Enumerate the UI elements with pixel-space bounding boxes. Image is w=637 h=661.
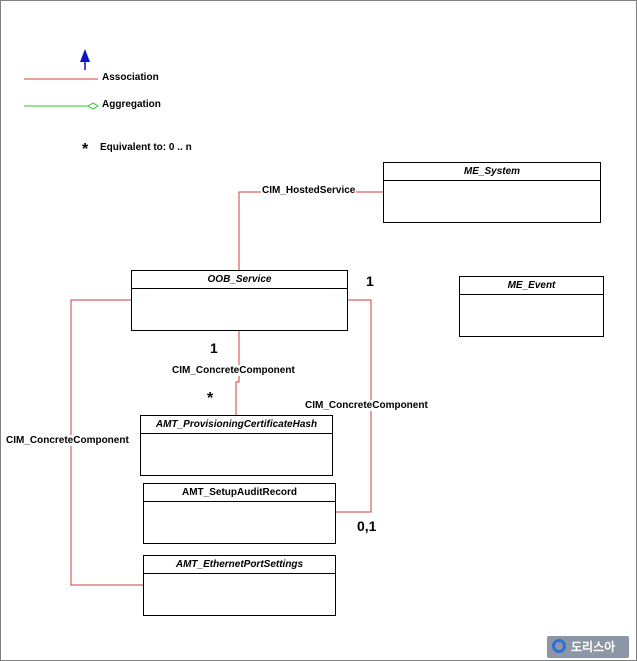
concrete-component-center-link [235, 330, 240, 415]
legend-inheritance-arrow-icon [80, 49, 90, 70]
association-label-concrete-component-right: CIM_ConcreteComponent [304, 400, 429, 411]
class-name: ME_System [384, 163, 600, 181]
association-label-concrete-component-left: CIM_ConcreteComponent [5, 435, 130, 446]
legend-aggregation-line [24, 102, 99, 110]
multiplicity-oob-right: 1 [366, 273, 374, 289]
association-label-concrete-component-center: CIM_ConcreteComponent [171, 365, 296, 376]
class-provisioning-certificate-hash[interactable]: AMT_ProvisioningCertificateHash [140, 415, 333, 476]
class-me-event[interactable]: ME_Event [459, 276, 604, 337]
legend-aggregation-label: Aggregation [102, 99, 161, 110]
multiplicity-cert-top: * [207, 390, 214, 407]
class-name: AMT_EthernetPortSettings [144, 556, 335, 574]
class-oob-service[interactable]: OOB_Service [131, 270, 348, 331]
class-setup-audit-record[interactable]: AMT_SetupAuditRecord [143, 483, 336, 544]
class-name: ME_Event [460, 277, 603, 295]
legend-association-label: Association [102, 72, 159, 83]
class-me-system[interactable]: ME_System [383, 162, 601, 223]
watermark-text: 도리스아 [571, 640, 616, 654]
legend-multiplicity-symbol: * [82, 141, 89, 158]
association-label-hosted-service: CIM_HostedService [261, 185, 357, 196]
class-name: OOB_Service [132, 271, 347, 289]
multiplicity-oob-bottom: 1 [210, 340, 218, 356]
multiplicity-audit-right: 0,1 [357, 518, 377, 534]
class-name: AMT_ProvisioningCertificateHash [141, 416, 332, 434]
watermark-logo-icon [552, 639, 566, 653]
watermark-badge: 도리스아 [547, 636, 629, 658]
class-name: AMT_SetupAuditRecord [144, 484, 335, 502]
hosted-service-link [238, 191, 384, 270]
class-ethernet-port-settings[interactable]: AMT_EthernetPortSettings [143, 555, 336, 616]
legend-multiplicity-text: Equivalent to: 0 .. n [100, 142, 192, 153]
